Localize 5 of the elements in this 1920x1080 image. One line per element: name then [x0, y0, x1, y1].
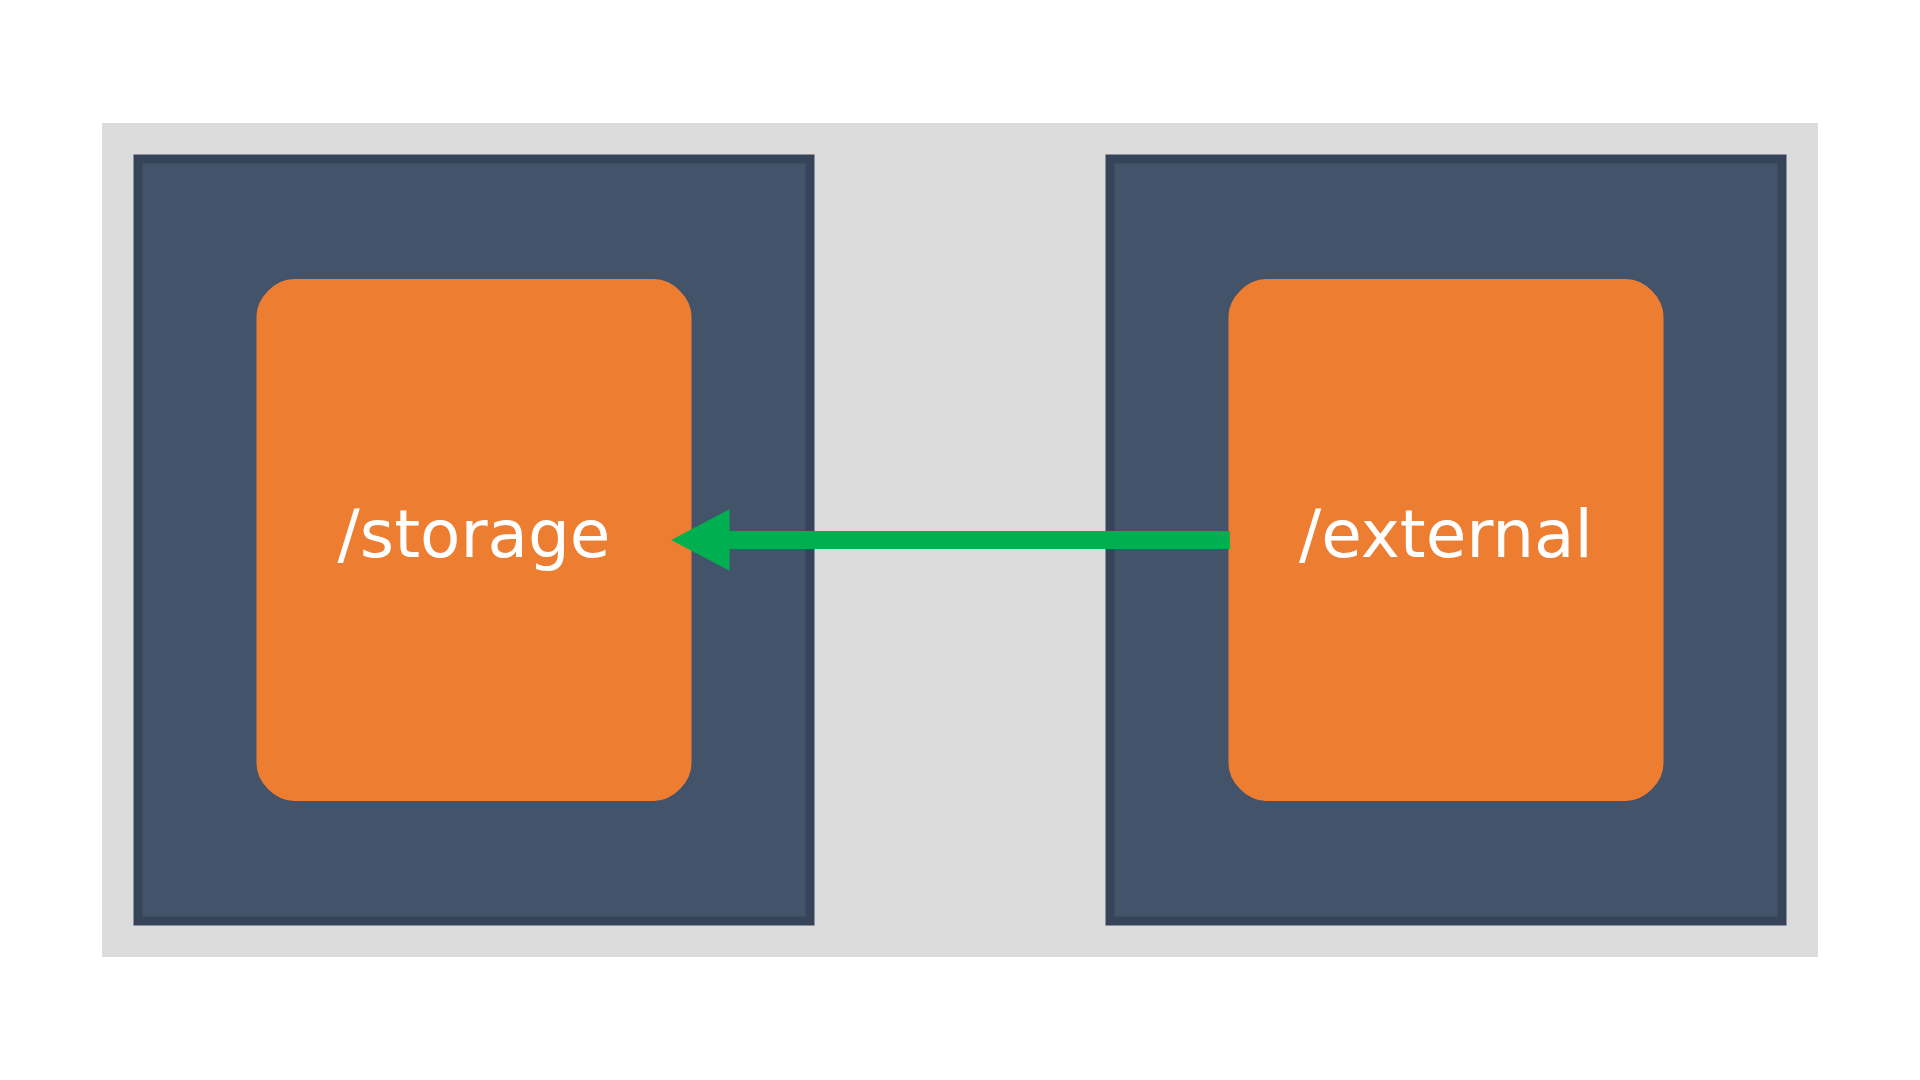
- node-box: /external: [1228, 279, 1664, 801]
- node-box: /storage: [256, 279, 692, 801]
- arrow: [671, 509, 1230, 571]
- cluster: [133, 154, 815, 926]
- cluster: [1105, 154, 1787, 926]
